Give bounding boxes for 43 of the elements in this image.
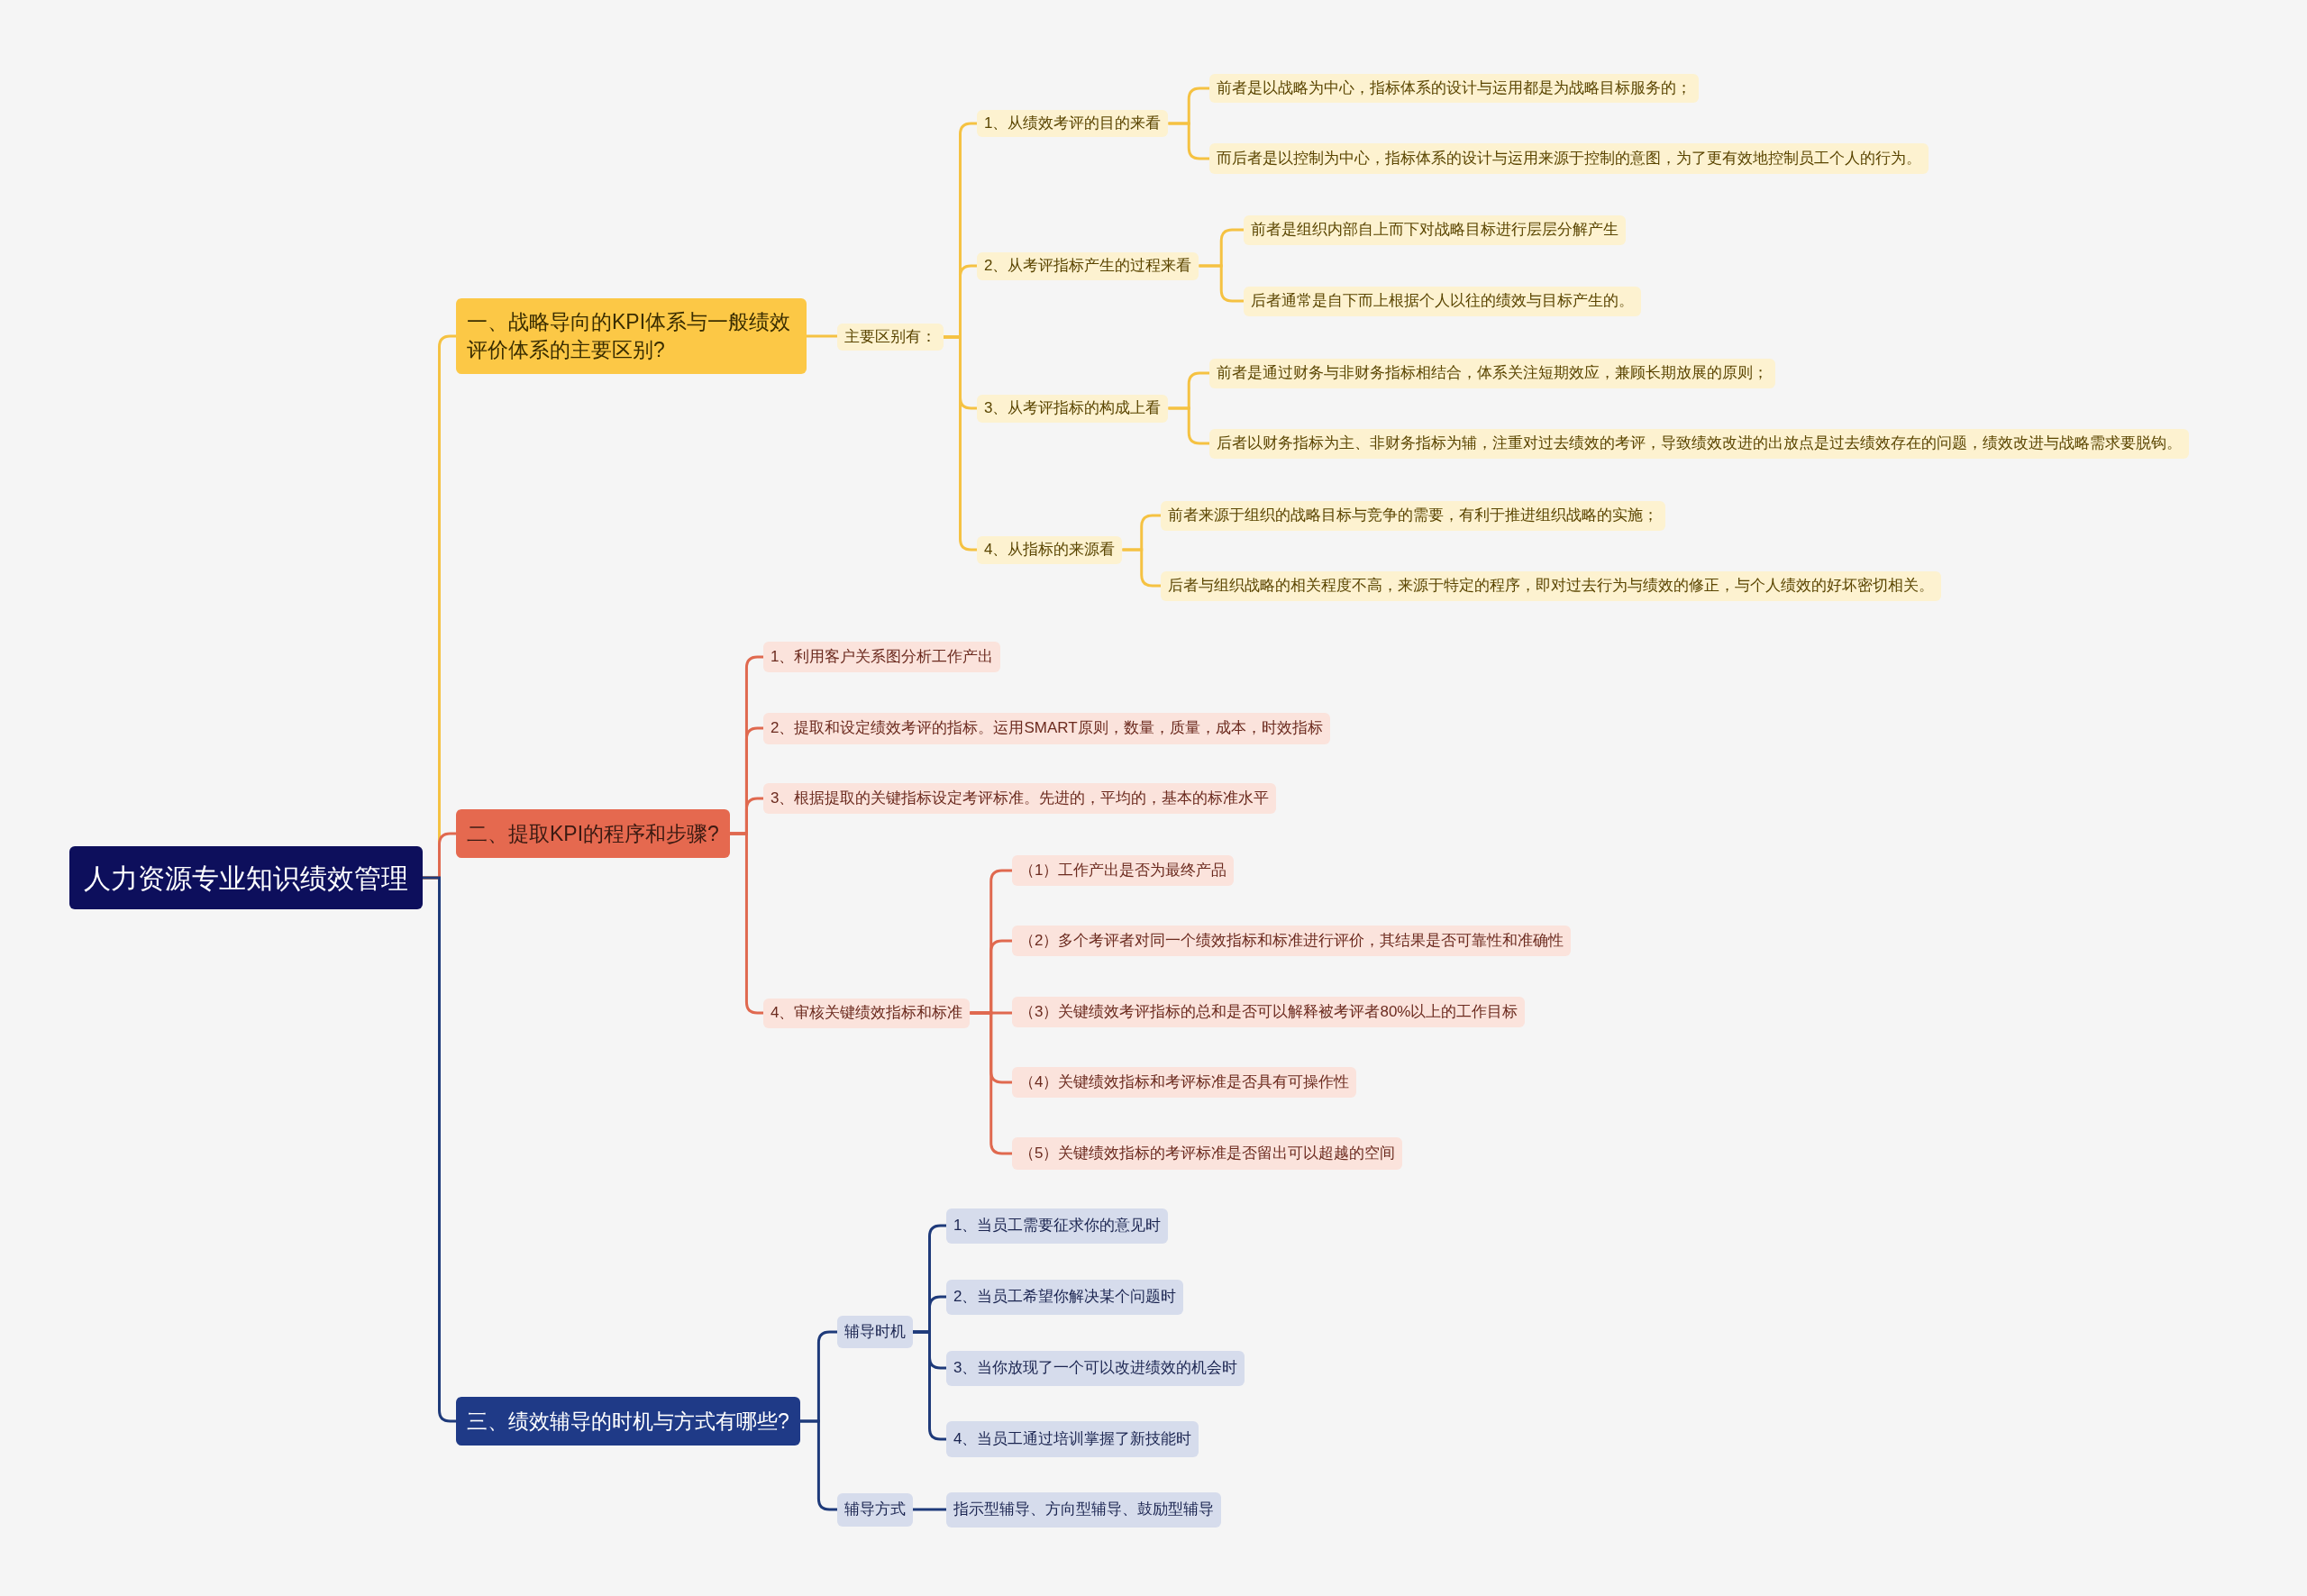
subtopic: 1、当员工需要征求你的意见时 <box>946 1208 1169 1244</box>
branch-connector <box>913 1508 946 1511</box>
subtopic: 3、从考评指标的构成上看 <box>977 394 1169 423</box>
branch-connector <box>1199 264 1244 303</box>
subtopic: 前者是通过财务与非财务指标相结合，体系关注短期效应，兼顾长期放展的原则； <box>1209 358 1775 388</box>
subtopic: 而后者是以控制为中心，指标体系的设计与运用来源于控制的意图，为了更有效地控制员工个人的行为。 <box>1209 143 1929 174</box>
subtopic: 4、从指标的来源看 <box>977 535 1123 564</box>
subtopic: 后者通常是自下而上根据个人以往的绩效与目标产生的。 <box>1244 286 1641 316</box>
branch-connector <box>913 1330 946 1441</box>
branch-connector <box>799 1419 837 1511</box>
subtopic: 辅导时机 <box>837 1316 913 1348</box>
branch-connector <box>944 335 977 552</box>
subtopic: （3）关键绩效考评指标的总和是否可以解释被考评者80%以上的工作目标 <box>1012 997 1526 1027</box>
subtopic: 前者是以战略为中心，指标体系的设计与运用都是为战略目标服务的； <box>1209 74 1699 103</box>
branch-connector <box>1168 406 1209 445</box>
subtopic: 主要区别有： <box>837 324 944 351</box>
branch-connector <box>807 334 837 338</box>
branch-connector <box>1122 548 1161 588</box>
subtopic: 1、从绩效考评的目的来看 <box>977 110 1169 137</box>
subtopic: 4、当员工通过培训掌握了新技能时 <box>946 1421 1199 1457</box>
subtopic: 2、当员工希望你解决某个问题时 <box>946 1279 1184 1315</box>
subtopic: 辅导方式 <box>837 1492 913 1527</box>
subtopic: 后者以财务指标为主、非财务指标为辅，注重对过去绩效的考评，导致绩效改进的出放点是过去绩效存在的问题，绩效改进与战略需求要脱钩。 <box>1209 428 2189 459</box>
subtopic: 3、根据提取的关键指标设定考评标准。先进的，平均的，基本的标准水平 <box>763 783 1277 814</box>
subtopic: 后者与组织战略的相关程度不高，来源于特定的程序，即对过去行为与绩效的修正，与个人绩效的好坏密切相关。 <box>1161 570 1941 601</box>
subtopic: 指示型辅导、方向型辅导、鼓励型辅导 <box>946 1491 1221 1528</box>
subtopic: （2）多个考评者对同一个绩效指标和标准进行评价，其结果是否可靠性和准确性 <box>1012 926 1572 956</box>
branch-connector <box>1168 122 1209 160</box>
subtopic: （5）关键绩效指标的考评标准是否留出可以超越的空间 <box>1012 1137 1403 1170</box>
root-topic: 人力资源专业知识绩效管理 <box>69 846 423 909</box>
subtopic: 3、当你放现了一个可以改进绩效的机会时 <box>946 1350 1245 1386</box>
subtopic: 2、从考评指标产生的过程来看 <box>977 251 1199 280</box>
branch-topic: 一、战略导向的KPI体系与一般绩效评价体系的主要区别? <box>456 298 807 374</box>
branch-topic: 二、提取KPI的程序和步骤? <box>456 809 730 858</box>
subtopic: （1）工作产出是否为最终产品 <box>1012 855 1235 886</box>
branch-connector <box>729 832 763 1015</box>
subtopic: 1、利用客户关系图分析工作产出 <box>763 642 1001 672</box>
subtopic: 前者是组织内部自上而下对战略目标进行层层分解产生 <box>1244 214 1626 245</box>
subtopic: 2、提取和设定绩效考评的指标。运用SMART原则，数量，质量，成本，时效指标 <box>763 712 1330 744</box>
subtopic: 前者来源于组织的战略目标与竞争的需要，有利于推进组织战略的实施； <box>1161 500 1665 531</box>
subtopic: 4、审核关键绩效指标和标准 <box>763 998 971 1028</box>
branch-topic: 三、绩效辅导的时机与方式有哪些? <box>456 1397 800 1446</box>
subtopic: （4）关键绩效指标和考评标准是否具有可操作性 <box>1012 1067 1357 1098</box>
